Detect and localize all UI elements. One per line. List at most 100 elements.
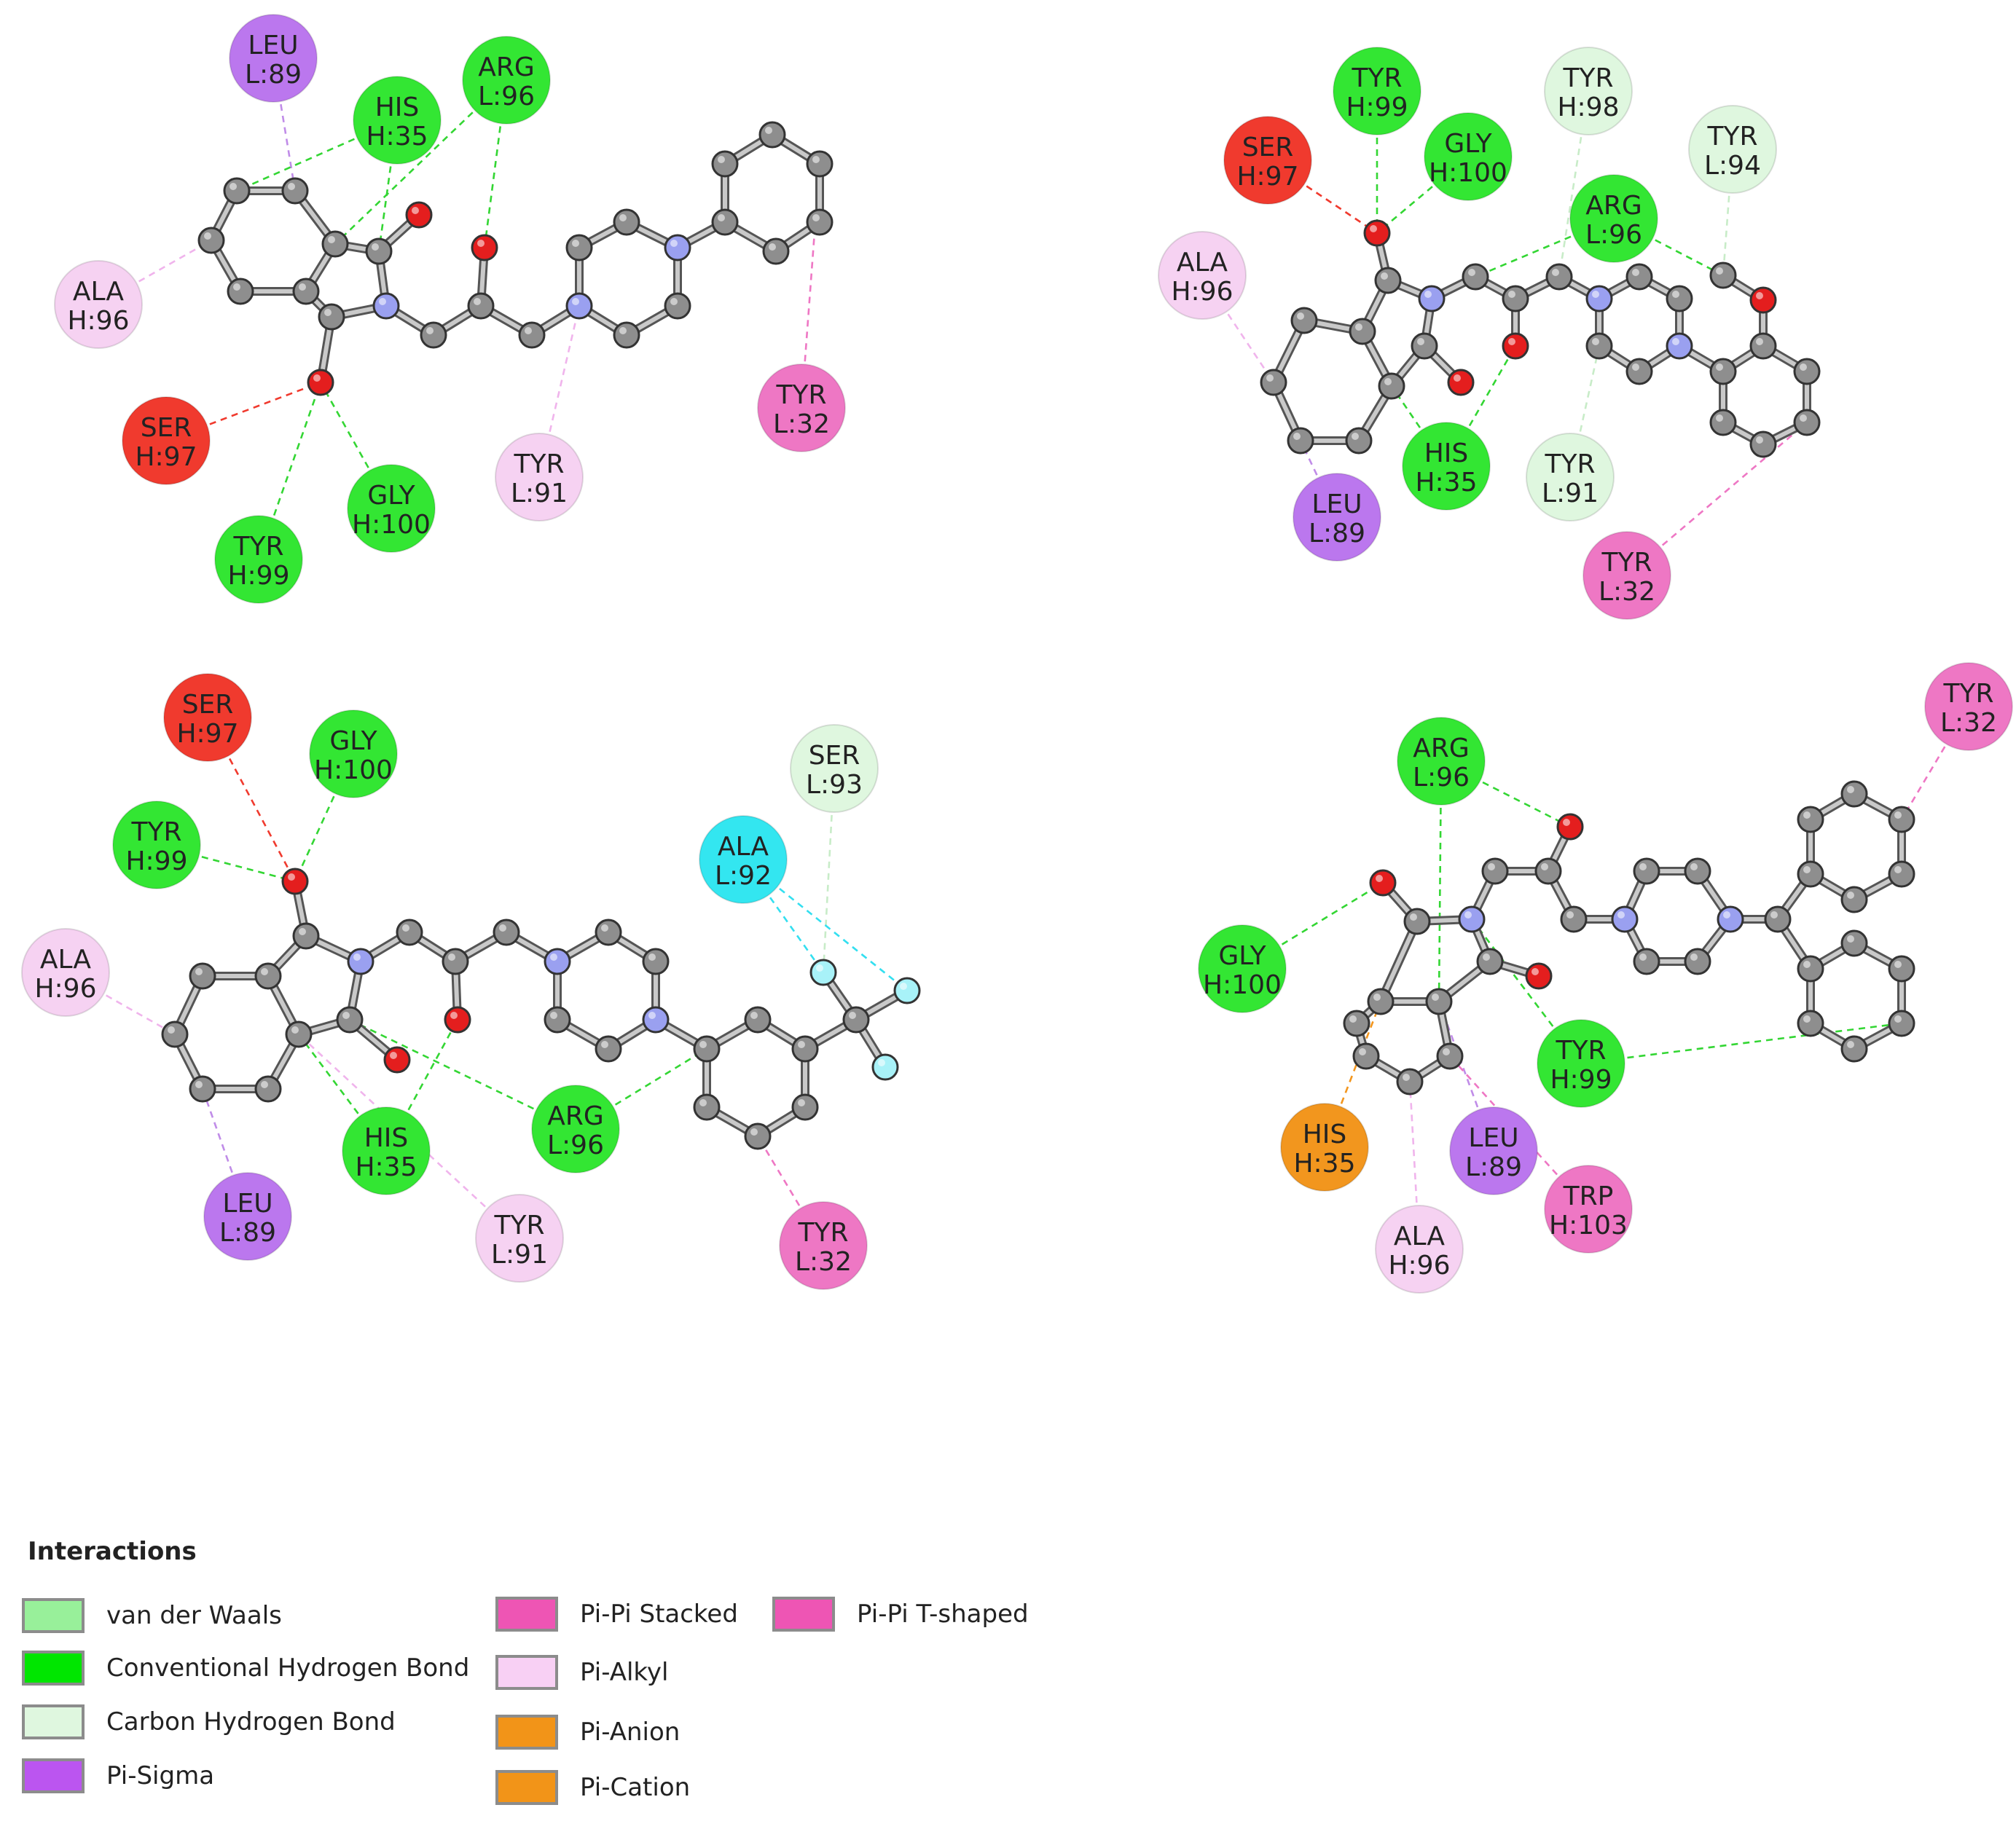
atom-shine bbox=[195, 968, 203, 975]
atom-shine bbox=[878, 1059, 885, 1066]
ligand-atoms bbox=[161, 121, 1915, 1150]
atom-o bbox=[1502, 332, 1529, 360]
atom-f bbox=[893, 977, 921, 1004]
residue-chain-number: L:91 bbox=[1542, 479, 1599, 508]
residue-chain-number: H:100 bbox=[1203, 970, 1282, 1000]
atom-shine bbox=[750, 1012, 758, 1019]
atom-c bbox=[420, 321, 447, 349]
atom-shine bbox=[1770, 911, 1778, 919]
legend-label: Pi-Alkyl bbox=[580, 1658, 669, 1687]
atom-c bbox=[1793, 409, 1821, 436]
residue-disc bbox=[462, 36, 551, 125]
residue-disc bbox=[347, 464, 436, 553]
atom-c bbox=[1749, 430, 1777, 458]
atom-shine bbox=[1563, 819, 1570, 826]
atom-c bbox=[161, 1020, 189, 1048]
residue-chain-number: L:32 bbox=[1599, 577, 1655, 607]
atom-c bbox=[1585, 332, 1613, 360]
residue-name: ALA bbox=[73, 277, 125, 307]
residue-name: ARG bbox=[478, 52, 535, 82]
atom-c bbox=[842, 1006, 870, 1034]
atom-c bbox=[1290, 307, 1318, 334]
atom-f bbox=[871, 1053, 899, 1081]
atom-c bbox=[565, 234, 593, 261]
residue-disc bbox=[214, 515, 303, 604]
residue-disc bbox=[1569, 174, 1658, 263]
legend-item: Pi-Sigma bbox=[22, 1755, 214, 1796]
atom-shine bbox=[1632, 363, 1639, 371]
residue-chain-number: H:35 bbox=[355, 1152, 417, 1182]
residue-disc bbox=[1223, 116, 1312, 205]
residue-name: SER bbox=[1242, 133, 1294, 162]
residue-chain-number: L:96 bbox=[547, 1130, 604, 1160]
interaction-line bbox=[1722, 149, 1734, 276]
atom-shine bbox=[601, 1041, 608, 1048]
residue-disc bbox=[790, 724, 879, 813]
atom-o bbox=[405, 201, 433, 229]
residue-name: TYR bbox=[776, 380, 827, 410]
atom-shine bbox=[204, 232, 211, 240]
residue-chain-number: L:92 bbox=[715, 861, 772, 891]
residue-disc bbox=[1544, 47, 1633, 135]
residue-name: TYR bbox=[1545, 449, 1596, 479]
atom-c bbox=[285, 1020, 313, 1048]
atom-shine bbox=[1376, 875, 1383, 882]
residue-chain-number: H:100 bbox=[352, 510, 431, 540]
atom-shine bbox=[1349, 1015, 1357, 1023]
atom-n bbox=[642, 1006, 670, 1034]
atom-c bbox=[1840, 929, 1868, 957]
residue-name: ARG bbox=[1413, 733, 1470, 763]
atom-shine bbox=[1847, 892, 1854, 899]
atom-shine bbox=[670, 298, 678, 305]
residue-disc bbox=[309, 709, 398, 798]
atom-shine bbox=[1672, 291, 1679, 298]
atom-c bbox=[1633, 857, 1660, 885]
atom-o bbox=[1369, 869, 1397, 897]
atom-shine bbox=[812, 214, 820, 221]
atom-c bbox=[762, 237, 790, 265]
atom-n bbox=[565, 292, 593, 320]
residue-chain-number: H:99 bbox=[1346, 93, 1408, 122]
residue-name: TYR bbox=[1556, 1036, 1607, 1066]
atom-c bbox=[189, 962, 216, 990]
atom-shine bbox=[1352, 433, 1359, 440]
residue-disc bbox=[1375, 1205, 1464, 1294]
atom-shine bbox=[525, 327, 532, 334]
atom-c bbox=[197, 227, 225, 254]
legend-label: Pi-Pi Stacked bbox=[580, 1600, 738, 1629]
interaction-line bbox=[65, 971, 176, 1036]
atom-shine bbox=[1894, 1015, 1902, 1023]
atom-c bbox=[1260, 369, 1287, 396]
atom-shine bbox=[313, 374, 321, 382]
residue-name: TYR bbox=[514, 449, 565, 479]
atom-c bbox=[1545, 263, 1573, 291]
atom-c bbox=[1633, 948, 1660, 975]
atom-c bbox=[1666, 285, 1693, 312]
atom-c bbox=[442, 948, 469, 975]
atom-shine bbox=[450, 1012, 458, 1019]
atom-shine bbox=[798, 1099, 805, 1106]
atom-shine bbox=[1672, 338, 1679, 345]
atom-c bbox=[744, 1006, 772, 1034]
residue-disc bbox=[1333, 47, 1421, 135]
interaction-line bbox=[1613, 217, 1724, 277]
residue-disc bbox=[1293, 473, 1381, 562]
residue-chain-number: H:100 bbox=[1429, 158, 1507, 188]
atom-c bbox=[1396, 1068, 1424, 1096]
atom-o bbox=[281, 868, 309, 895]
residue-name: TYR bbox=[1707, 122, 1758, 152]
residue-name: GLY bbox=[1444, 129, 1492, 159]
legend-item: Pi-Anion bbox=[495, 1712, 680, 1753]
residue-name: HIS bbox=[364, 1123, 409, 1153]
atom-shine bbox=[299, 283, 306, 291]
residue-disc bbox=[779, 1201, 868, 1290]
atom-n bbox=[372, 292, 400, 320]
atom-shine bbox=[291, 1026, 299, 1034]
atom-f bbox=[809, 959, 837, 986]
